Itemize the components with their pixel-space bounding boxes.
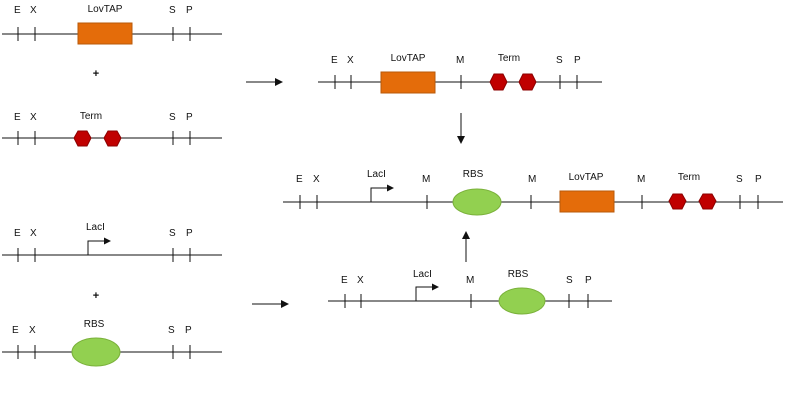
- site-label-p: P: [755, 174, 762, 185]
- site-label-e: E: [14, 5, 21, 16]
- site-label-x: X: [30, 5, 37, 16]
- site-label-e: E: [14, 112, 21, 123]
- site-label-e: E: [341, 275, 348, 286]
- lovtap-label: LovTAP: [569, 172, 604, 183]
- site-label-s: S: [168, 325, 175, 336]
- rbs-label: RBS: [463, 169, 484, 180]
- construct-laci: E X S P LacI: [2, 222, 222, 262]
- promoter-arrow: [370, 184, 394, 202]
- plus-sign-bottom: +: [93, 290, 99, 302]
- rbs-label: RBS: [508, 269, 529, 280]
- lovtap-box: [77, 22, 133, 45]
- rbs-ellipse: [71, 337, 121, 367]
- laci-label: LacI: [86, 222, 105, 233]
- site-label-s: S: [169, 228, 176, 239]
- construct-rbs: E X S P RBS: [2, 319, 222, 367]
- site-label-p: P: [186, 228, 193, 239]
- term-label: Term: [678, 172, 700, 183]
- site-label-e: E: [296, 174, 303, 185]
- lovtap-box: [380, 71, 436, 94]
- site-label-x: X: [30, 112, 37, 123]
- site-label-e: E: [12, 325, 19, 336]
- promoter-arrow: [415, 283, 439, 301]
- site-label-m: M: [637, 174, 645, 185]
- site-label-m: M: [466, 275, 474, 286]
- site-label-s: S: [169, 112, 176, 123]
- term-label: Term: [498, 53, 520, 64]
- term-label: Term: [80, 111, 102, 122]
- terminator-hexagon: [518, 73, 537, 91]
- terminator-hexagon: [489, 73, 508, 91]
- site-label-m: M: [422, 174, 430, 185]
- site-label-s: S: [556, 55, 563, 66]
- construct-term: E X S P Term: [2, 111, 222, 147]
- plus-sign-top: +: [93, 68, 99, 80]
- lovtap-label: LovTAP: [88, 4, 123, 15]
- terminator-hexagon: [103, 130, 122, 147]
- site-label-p: P: [574, 55, 581, 66]
- rbs-ellipse: [452, 188, 502, 216]
- site-label-e: E: [331, 55, 338, 66]
- product-laci-rbs: E X M S P LacI RBS: [328, 269, 612, 315]
- site-label-e: E: [14, 228, 21, 239]
- site-label-s: S: [169, 5, 176, 16]
- site-label-x: X: [29, 325, 36, 336]
- product-lovtap-term: E X M S P LovTAP Term: [318, 53, 602, 94]
- laci-label: LacI: [413, 269, 432, 280]
- site-label-x: X: [313, 174, 320, 185]
- promoter-arrow: [87, 237, 111, 255]
- site-label-p: P: [185, 325, 192, 336]
- site-label-p: P: [585, 275, 592, 286]
- site-label-m: M: [528, 174, 536, 185]
- site-label-x: X: [357, 275, 364, 286]
- rbs-ellipse: [498, 287, 546, 315]
- site-label-p: P: [186, 112, 193, 123]
- site-label-s: S: [736, 174, 743, 185]
- site-label-x: X: [30, 228, 37, 239]
- lovtap-box: [559, 190, 615, 213]
- site-label-s: S: [566, 275, 573, 286]
- final-construct: E X M M M S P LacI RBS LovTAP Term: [283, 169, 783, 216]
- laci-label: LacI: [367, 169, 386, 180]
- terminator-hexagon: [73, 130, 92, 147]
- site-label-m: M: [456, 55, 464, 66]
- site-label-x: X: [347, 55, 354, 66]
- construct-lovtap: E X S P LovTAP: [2, 4, 222, 45]
- site-label-p: P: [186, 5, 193, 16]
- terminator-hexagon: [698, 193, 717, 210]
- rbs-label: RBS: [84, 319, 105, 330]
- lovtap-label: LovTAP: [391, 53, 426, 64]
- terminator-hexagon: [668, 193, 687, 210]
